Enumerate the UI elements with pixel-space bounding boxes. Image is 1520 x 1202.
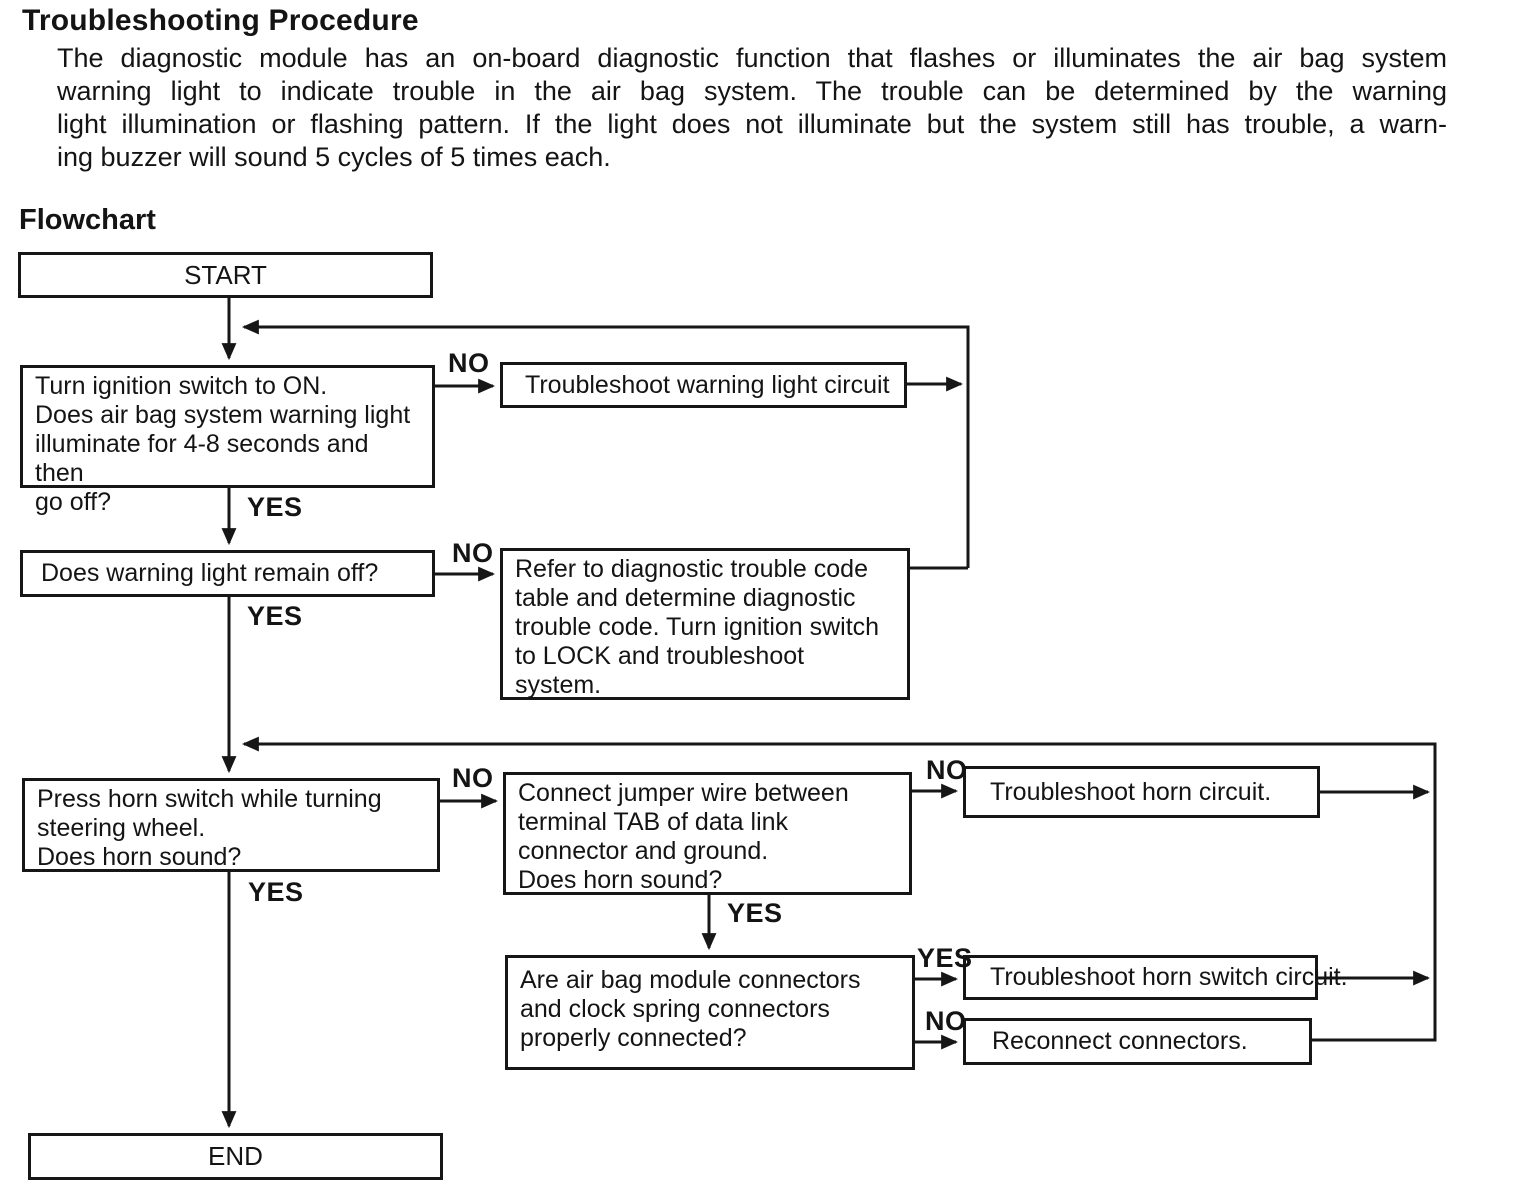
node-refer-dtc: Refer to diagnostic trouble code table a… — [500, 548, 910, 700]
edge-label-yes-press-horn: YES — [248, 877, 304, 907]
edge-label-no-warning-off: NO — [452, 538, 494, 568]
flowchart-heading: Flowchart — [19, 204, 156, 236]
node-start: START — [18, 252, 433, 298]
node-press-horn: Press horn switch while turning steering… — [22, 778, 440, 872]
paragraph-line: ing buzzer will sound 5 cycles of 5 time… — [57, 142, 611, 172]
paragraph-line: warning light to indicate trouble in the… — [57, 76, 1447, 106]
paragraph-line: The diagnostic module has an on-board di… — [57, 43, 1447, 73]
edge-label-yes-jumper: YES — [727, 898, 783, 928]
edge-label-no-press-horn: NO — [452, 763, 494, 793]
node-troubleshoot-warning-light: Troubleshoot warning light circuit — [500, 362, 907, 408]
paragraph-line: light illumination or flashing pattern. … — [57, 109, 1447, 139]
edge-label-yes-warning-off: YES — [247, 601, 303, 631]
node-end: END — [28, 1133, 443, 1180]
edge-label-yes-ignition: YES — [247, 492, 303, 522]
edge-label-no-connectors: NO — [925, 1006, 967, 1036]
page-title: Troubleshooting Procedure — [22, 4, 419, 37]
node-warning-light-remain-off: Does warning light remain off? — [20, 550, 435, 597]
node-troubleshoot-horn-switch: Troubleshoot horn switch circuit. — [963, 955, 1348, 1000]
edge-label-no-jumper: NO — [926, 755, 968, 785]
intro-paragraph: The diagnostic module has an on-board di… — [57, 42, 1447, 174]
edge-label-no-ignition: NO — [448, 348, 490, 378]
node-troubleshoot-horn-circuit: Troubleshoot horn circuit. — [963, 766, 1320, 818]
node-jumper-wire: Connect jumper wire between terminal TAB… — [503, 772, 912, 895]
edge-label-yes-connectors: YES — [917, 943, 973, 973]
node-ignition-check: Turn ignition switch to ON. Does air bag… — [20, 365, 435, 516]
node-reconnect-connectors: Reconnect connectors. — [963, 1018, 1312, 1065]
node-airbag-connectors: Are air bag module connectors and clock … — [505, 955, 915, 1070]
